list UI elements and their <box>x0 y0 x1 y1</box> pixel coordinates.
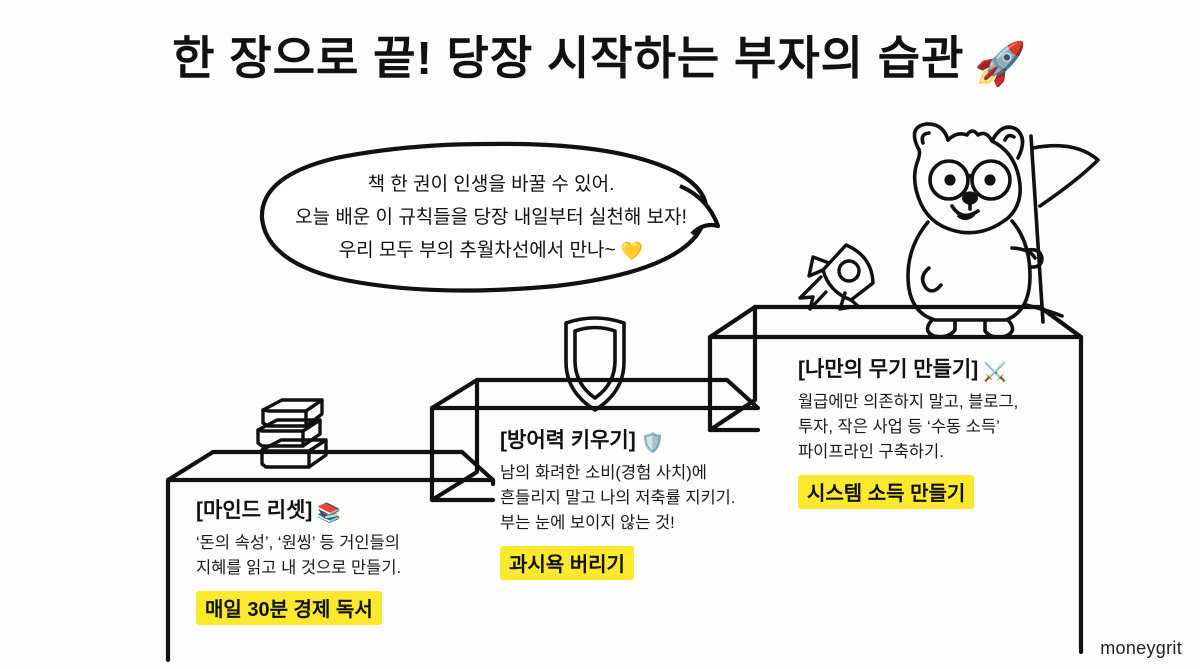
step2-highlight-tag: 과시욕 버리기 <box>500 546 634 580</box>
watermark: moneygrit <box>1100 638 1182 658</box>
crossed-swords-emoji-icon: ⚔️ <box>983 362 1007 383</box>
yellow-heart-emoji-icon: 💛 <box>620 241 644 261</box>
step3-body: 월급에만 의존하지 말고, 블로그, 투자, 작은 사업 등 ‘수동 소득’ 파… <box>798 390 1018 465</box>
bubble-line-1: 책 한 권이 인생을 바꿀 수 있어. <box>367 174 615 195</box>
step1-body-line-1: ‘돈의 속성’, ‘원씽’ 등 거인들의 <box>196 534 400 552</box>
step3-left-face <box>707 304 758 433</box>
step1-body: ‘돈의 속성’, ‘원씽’ 등 거인들의 지혜를 읽고 내 것으로 만들기. <box>196 531 401 581</box>
step3-body-line-2: 투자, 작은 사업 등 ‘수동 소득’ <box>798 418 1000 436</box>
step1-body-line-2: 지혜를 읽고 내 것으로 만들기. <box>196 559 402 577</box>
step-block-defense: [방어력 키우기]🛡️ 남의 화려한 소비(경험 사치)에 흔들리지 말고 나의… <box>500 424 735 580</box>
step2-left-face <box>429 377 480 503</box>
step2-body: 남의 화려한 소비(경험 사치)에 흔들리지 말고 나의 저축률 지키기. 부는… <box>500 461 735 536</box>
shield-emoji-icon: 🛡️ <box>640 433 665 454</box>
speech-bubble-outline <box>259 141 721 293</box>
bubble-line-2: 오늘 배운 이 규칙들을 당장 내일부터 실천해 보자! <box>295 207 687 228</box>
page-title-text: 한 장으로 끝! 당장 시작하는 부자의 습관 <box>172 32 965 84</box>
step1-heading-text: [마인드 리셋] <box>196 499 313 522</box>
rocket-icon <box>798 243 875 311</box>
step1-heading: [마인드 리셋]📚 <box>196 494 401 525</box>
rocket-emoji-icon: 🚀 <box>974 40 1028 87</box>
step2-body-line-3: 부는 눈에 보이지 않는 것! <box>500 514 675 532</box>
step-block-own-weapon: [나만의 무기 만들기]⚔️ 월급에만 의존하지 말고, 블로그, 투자, 작은… <box>798 353 1018 509</box>
step3-highlight-tag: 시스템 소득 만들기 <box>798 475 975 509</box>
step3-top-face <box>707 304 1084 340</box>
page-title: 한 장으로 끝! 당장 시작하는 부자의 습관🚀 <box>0 22 1200 89</box>
books-emoji-icon: 📚 <box>317 503 342 524</box>
step3-body-line-3: 파이프라인 구축하기. <box>798 443 944 461</box>
speech-bubble-text: 책 한 권이 인생을 바꿀 수 있어. 오늘 배운 이 규칙들을 당장 내일부터… <box>256 168 726 268</box>
step3-heading-text: [나만의 무기 만들기] <box>798 358 979 381</box>
bubble-line-3-row: 우리 모두 부의 추월차선에서 만나~ 💛 <box>256 234 726 268</box>
step2-body-line-2: 흔들리지 말고 나의 저축률 지키기. <box>500 489 736 507</box>
book-stack-icon <box>256 398 328 469</box>
step2-heading: [방어력 키우기]🛡️ <box>500 424 735 455</box>
step-block-mind-reset: [마인드 리셋]📚 ‘돈의 속성’, ‘원씽’ 등 거인들의 지혜를 읽고 내 … <box>196 494 401 625</box>
step3-heading: [나만의 무기 만들기]⚔️ <box>798 353 1018 384</box>
quokka-mascot <box>906 122 1100 339</box>
bubble-line-3: 우리 모두 부의 추월차선에서 만나~ <box>338 240 616 261</box>
step2-heading-text: [방어력 키우기] <box>500 429 636 452</box>
shield-icon <box>564 316 626 412</box>
step1-top-face <box>165 449 496 483</box>
step3-body-line-1: 월급에만 의존하지 말고, 블로그, <box>798 393 1019 411</box>
step1-highlight-tag: 매일 30분 경제 독서 <box>196 591 382 625</box>
step2-top-face <box>429 377 761 411</box>
speech-bubble: 책 한 권이 인생을 바꿀 수 있어. 오늘 배운 이 규칙들을 당장 내일부터… <box>256 138 726 298</box>
step2-body-line-1: 남의 화려한 소비(경험 사치)에 <box>500 464 707 482</box>
